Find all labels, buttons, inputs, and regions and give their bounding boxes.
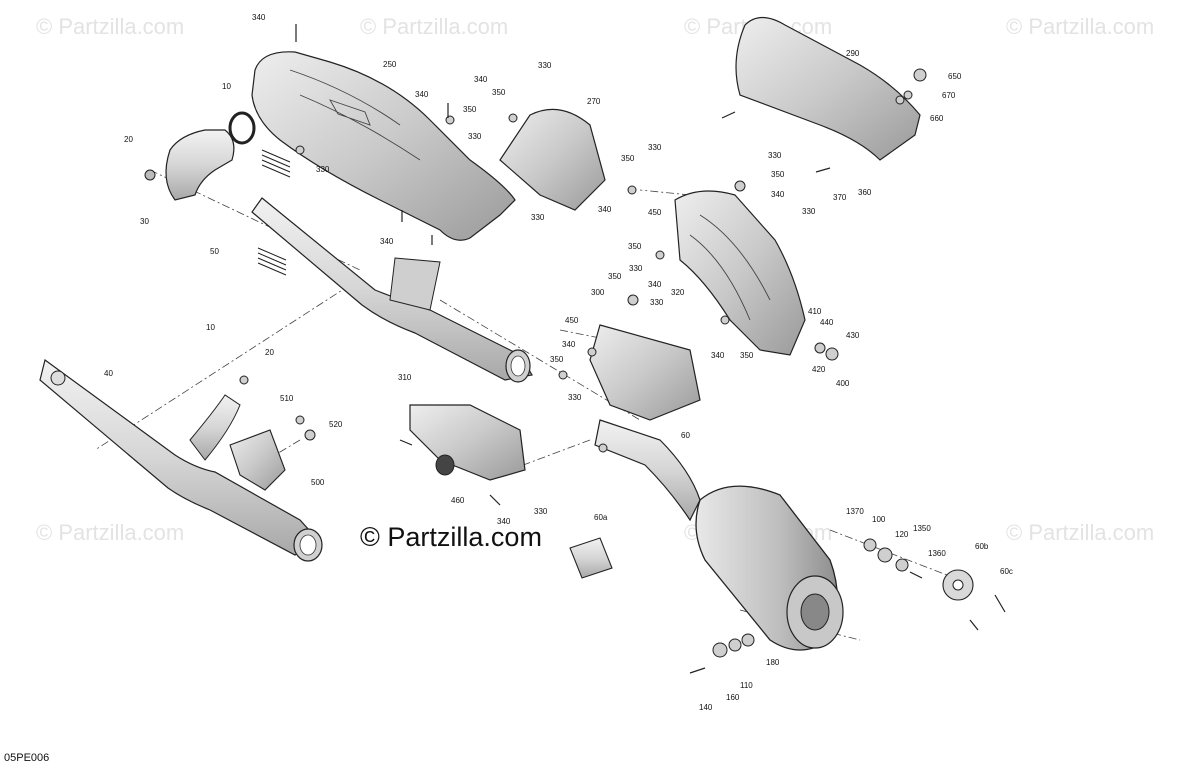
callout-label: 330	[531, 213, 545, 222]
callout-label: 1370	[846, 507, 864, 516]
callout-label: 60c	[1000, 567, 1013, 576]
callout-label: 350	[492, 88, 506, 97]
callout-label: 350	[608, 272, 622, 281]
callout-label: 340	[474, 75, 488, 84]
bracket-270	[499, 108, 606, 211]
callout-label: 330	[629, 264, 643, 273]
callout-label: 300	[591, 288, 605, 297]
callout-label: 340	[598, 205, 612, 214]
callout-label: 440	[820, 318, 834, 327]
callout-label: 410	[808, 307, 822, 316]
callout-label: 350	[621, 154, 635, 163]
callout-label: 180	[766, 658, 780, 667]
watermark: © Partzilla.com	[36, 520, 185, 545]
callout-label: 290	[846, 49, 860, 58]
callout-label: 650	[948, 72, 962, 81]
heat-shield-250	[251, 51, 516, 241]
callout-label: 330	[802, 207, 816, 216]
callout-label: 520	[329, 420, 343, 429]
callout-label: 30	[140, 217, 149, 226]
figure-code: 05PE006	[4, 752, 50, 764]
callout-label: 330	[468, 132, 482, 141]
callout-label: 340	[415, 90, 429, 99]
callout-label: 360	[858, 188, 872, 197]
heat-shield-310	[409, 404, 526, 481]
callout-label: 60	[681, 431, 690, 440]
callout-labels: 10 20 30 50 250 340 350 330 270 290 650 …	[104, 13, 1013, 712]
callout-label: 420	[812, 365, 826, 374]
watermark: © Partzilla.com	[36, 14, 185, 39]
callout-label: 160	[726, 693, 740, 702]
callout-label: 400	[836, 379, 850, 388]
callout-label: 340	[562, 340, 576, 349]
callout-label: 660	[930, 114, 944, 123]
callout-label: 20	[124, 135, 133, 144]
callout-label: 140	[699, 703, 713, 712]
partzilla-brand: © Partzilla.com	[360, 522, 542, 552]
callout-label: 10	[222, 82, 231, 91]
callout-label: 340	[648, 280, 662, 289]
callout-label: 500	[311, 478, 325, 487]
heat-shield-290	[735, 16, 921, 161]
callout-label: 330	[538, 61, 552, 70]
callout-label: 340	[252, 13, 266, 22]
callout-label: 330	[534, 507, 548, 516]
callout-label: 110	[740, 681, 753, 690]
callout-label: 10	[206, 323, 215, 332]
callout-label: 340	[497, 517, 511, 526]
callout-label: 350	[771, 170, 785, 179]
watermark: © Partzilla.com	[1006, 14, 1155, 39]
callout-label: 450	[565, 316, 579, 325]
callout-label: 330	[316, 165, 330, 174]
callout-label: 40	[104, 369, 113, 378]
callout-label: 330	[650, 298, 664, 307]
bracket-300	[589, 324, 701, 421]
callout-label: 1350	[913, 524, 931, 533]
heat-shield-320	[674, 190, 806, 356]
callout-label: 60b	[975, 542, 989, 551]
callout-label: 350	[740, 351, 754, 360]
callout-label: 100	[872, 515, 886, 524]
callout-label: 460	[451, 496, 465, 505]
callout-label: 1360	[928, 549, 946, 558]
callout-label: 340	[380, 237, 394, 246]
callout-label: 330	[648, 143, 662, 152]
callout-label: 330	[768, 151, 782, 160]
callout-label: 340	[771, 190, 785, 199]
callout-label: 20	[265, 348, 274, 357]
callout-label: 320	[671, 288, 685, 297]
callout-label: 350	[550, 355, 564, 364]
callout-label: 60a	[594, 513, 608, 522]
elbow-30	[165, 129, 235, 201]
callout-label: 450	[648, 208, 662, 217]
callout-label: 250	[383, 60, 397, 69]
callout-label: 350	[463, 105, 477, 114]
callout-label: 270	[587, 97, 601, 106]
bracket-500	[229, 429, 286, 491]
callout-label: 350	[628, 242, 642, 251]
callout-label: 50	[210, 247, 219, 256]
watermark: © Partzilla.com	[1006, 520, 1155, 545]
watermark: © Partzilla.com	[360, 14, 509, 39]
callout-label: 330	[568, 393, 582, 402]
callout-label: 120	[895, 530, 909, 539]
callout-label: 340	[711, 351, 725, 360]
spark-arrestor-60a	[569, 537, 613, 579]
muffler-pipe-60	[594, 419, 701, 522]
callout-label: 310	[398, 373, 412, 382]
callout-label: 430	[846, 331, 860, 340]
callout-label: 510	[280, 394, 294, 403]
callout-label: 670	[942, 91, 956, 100]
callout-label: 370	[833, 193, 847, 202]
